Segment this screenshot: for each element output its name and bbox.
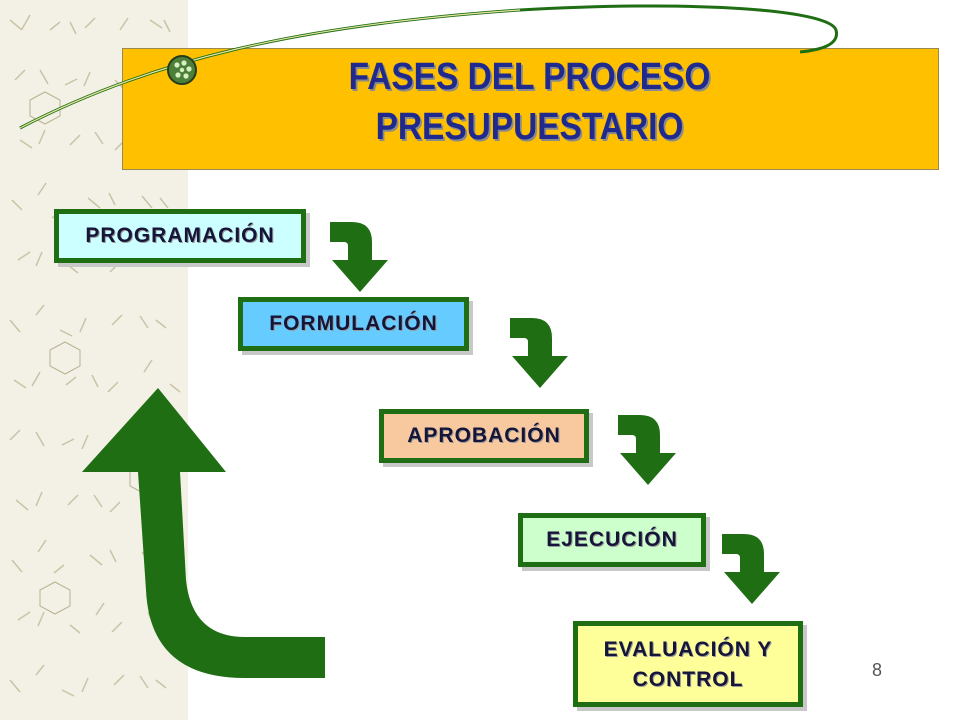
phase-label-line-1: EVALUACIÓN Y — [603, 638, 773, 661]
phase-evaluacion-control: EVALUACIÓN Y CONTROL — [573, 621, 803, 707]
phase-aprobacion: APROBACIÓN — [379, 409, 589, 463]
curve-arrow-icon — [722, 534, 780, 604]
page-number: 8 — [871, 660, 882, 680]
title-banner — [122, 48, 939, 170]
phase-label-line-2: CONTROL — [632, 668, 744, 691]
phase-programacion: PROGRAMACIÓN — [54, 209, 306, 263]
texture-pattern — [9, 14, 181, 697]
phase-label: FORMULACIÓN — [269, 312, 438, 335]
loop-arrow-icon — [82, 388, 325, 678]
curve-arrow-icon — [330, 222, 388, 292]
title-line-2: PRESUPUESTARIO — [375, 106, 684, 148]
title-line-1: FASES DEL PROCESO — [348, 56, 711, 98]
bead-ornament-icon — [167, 55, 197, 85]
phase-label: PROGRAMACIÓN — [85, 224, 275, 247]
phase-label: APROBACIÓN — [407, 424, 561, 447]
phase-formulacion: FORMULACIÓN — [238, 297, 469, 351]
curve-arrow-icon — [510, 318, 568, 388]
phase-label: EJECUCIÓN — [546, 528, 678, 551]
curve-arrow-icon — [618, 415, 676, 485]
slide-title: FASES DEL PROCESO PRESUPUESTARIO — [171, 52, 888, 152]
phase-ejecucion: EJECUCIÓN — [518, 513, 706, 567]
